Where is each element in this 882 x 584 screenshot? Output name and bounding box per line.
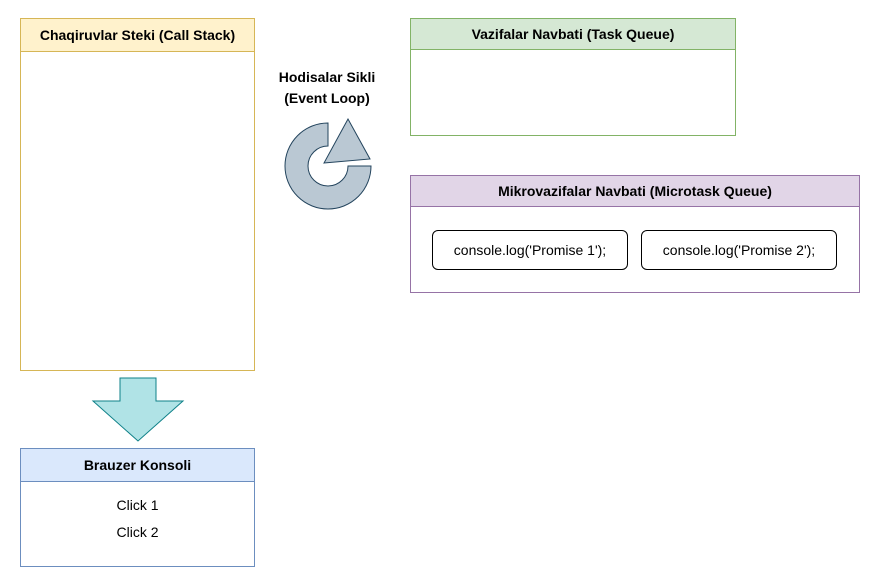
console-line: Click 1 bbox=[116, 497, 159, 513]
console-output: Click 1 Click 2 bbox=[20, 495, 255, 549]
call-stack-panel: Chaqiruvlar Steki (Call Stack) bbox=[20, 18, 255, 371]
microtask-item: console.log('Promise 2'); bbox=[641, 230, 837, 270]
event-loop-label: Hodisalar Sikli (Event Loop) bbox=[262, 67, 392, 109]
event-loop-label-line2: (Event Loop) bbox=[284, 90, 370, 106]
microtask-queue-title: Mikrovazifalar Navbati (Microtask Queue) bbox=[411, 176, 859, 207]
console-line: Click 2 bbox=[116, 524, 159, 540]
task-queue-panel: Vazifalar Navbati (Task Queue) bbox=[410, 18, 736, 136]
event-loop-icon bbox=[284, 117, 372, 210]
call-stack-title: Chaqiruvlar Steki (Call Stack) bbox=[21, 19, 254, 52]
task-queue-title: Vazifalar Navbati (Task Queue) bbox=[411, 19, 735, 50]
down-arrow-icon bbox=[91, 377, 185, 442]
microtask-item: console.log('Promise 1'); bbox=[432, 230, 628, 270]
browser-console-title: Brauzer Konsoli bbox=[21, 449, 254, 482]
browser-console-panel: Brauzer Konsoli bbox=[20, 448, 255, 567]
event-loop-label-line1: Hodisalar Sikli bbox=[278, 69, 376, 85]
